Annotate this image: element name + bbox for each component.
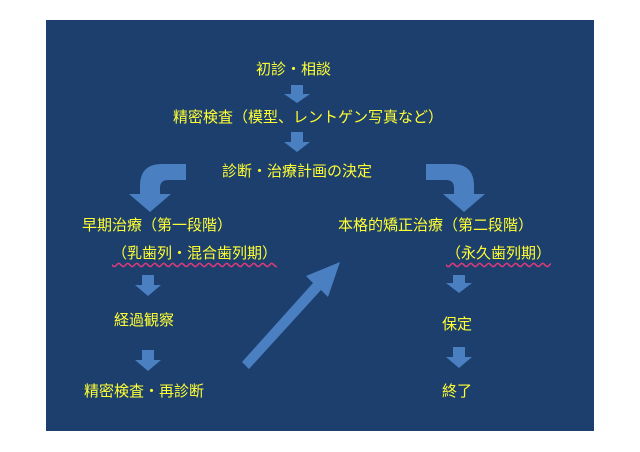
step-early-treatment: 早期治療（第一段階） bbox=[82, 216, 233, 234]
step-consultation: 初診・相談 bbox=[256, 60, 332, 78]
step-completion: 終了 bbox=[442, 382, 473, 400]
curved-arrow-left bbox=[129, 164, 186, 212]
down-arrow-1 bbox=[284, 85, 310, 103]
step-mixed-dentition: （乳歯列・混合歯列期） bbox=[112, 244, 278, 262]
step-full-treatment: 本格的矯正治療（第二段階） bbox=[338, 216, 534, 234]
down-arrow-4 bbox=[135, 350, 161, 371]
step-retention: 保定 bbox=[442, 315, 473, 333]
slide-background bbox=[46, 20, 594, 431]
curved-arrow-right bbox=[426, 164, 485, 212]
step-observation: 経過観察 bbox=[114, 311, 175, 329]
down-arrow-3 bbox=[135, 275, 161, 296]
down-arrow-5 bbox=[446, 275, 472, 293]
step-reexam: 精密検査・再診断 bbox=[84, 382, 205, 400]
step-detailed-exam: 精密検査（模型、レントゲン写真など） bbox=[173, 108, 444, 126]
step-permanent-dentition: （永久歯列期） bbox=[446, 244, 552, 262]
diagonal-arrow bbox=[242, 262, 340, 369]
step-diagnosis: 診断・治療計画の決定 bbox=[222, 162, 373, 180]
down-arrow-2 bbox=[284, 132, 310, 152]
down-arrow-6 bbox=[446, 347, 472, 368]
